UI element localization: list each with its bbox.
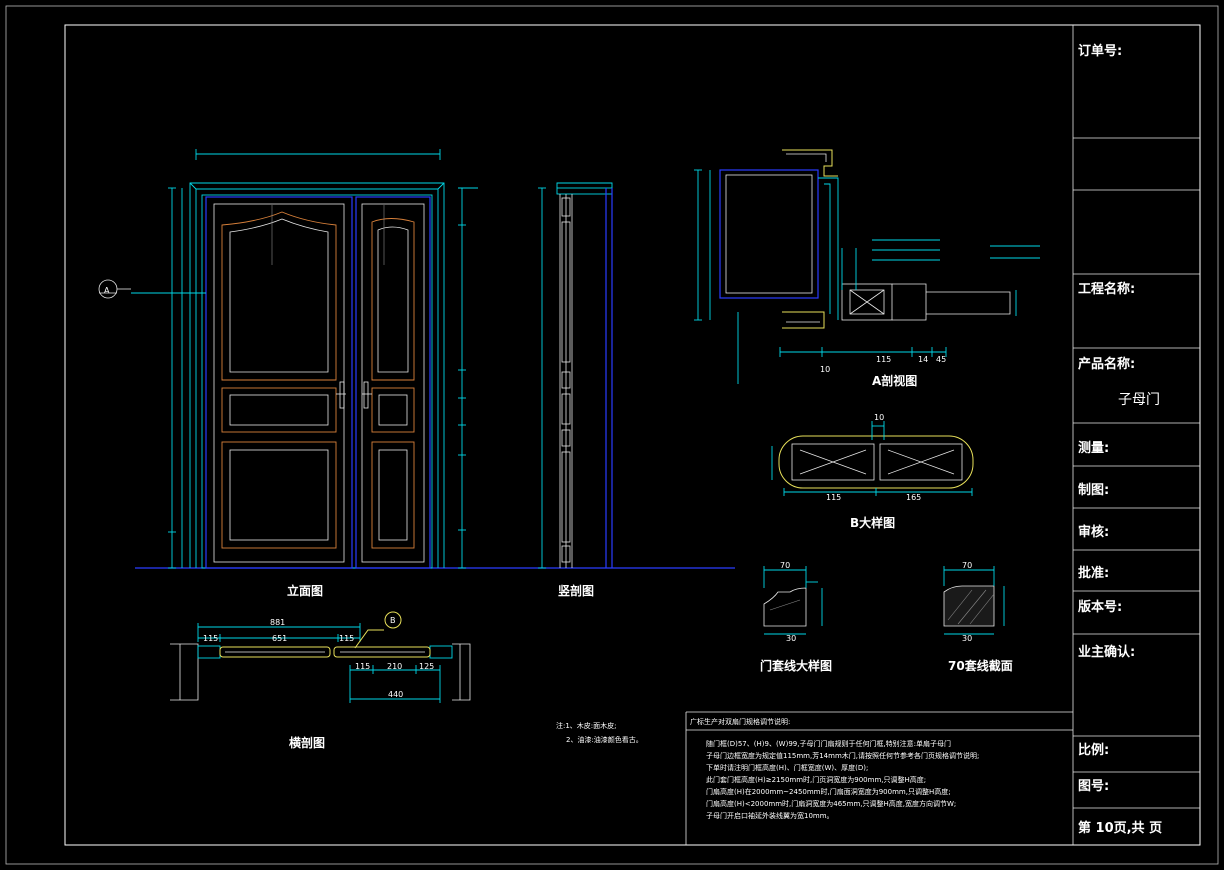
section-marker-a-label: A (104, 286, 110, 295)
a-dim-14: 14 (918, 355, 928, 364)
line70-dim-30: 30 (962, 634, 972, 643)
casing-dim-30: 30 (786, 634, 796, 643)
detail-a-view[interactable] (694, 149, 1040, 384)
b-dim-115: 115 (826, 493, 841, 502)
vertical-section-caption: 竖剖图 (558, 583, 594, 598)
b-dim-10: 10 (874, 413, 884, 422)
spec-line-1: 随门框(D)57、(H)9、(W)99,子母门门扇规则于任何门框,特别注意:单扇… (706, 739, 951, 748)
casing-dim-70: 70 (780, 561, 790, 570)
version-label: 版本号: (1078, 599, 1122, 615)
spec-line-6: 门扇高度(H)<2000mm时,门扇洞宽度为465mm,只调整H高度,宽度方向调… (706, 799, 956, 808)
spec-line-2: 子母门边框宽度为规定值115mm,芳14mm木门,请按照任何节参考各门页规格调节… (706, 751, 979, 760)
scale-label: 比例: (1078, 742, 1109, 758)
h-dim-115-c: 115 (355, 662, 370, 671)
drawing-no-label: 图号: (1078, 779, 1109, 794)
product-name-value: 子母门 (1118, 392, 1160, 408)
spec-title: 广标生产对双扇门规格调节说明: (690, 717, 790, 726)
approve-label: 批准: (1078, 565, 1109, 581)
page-label: 第 10页,共 页 (1078, 820, 1162, 836)
detail-marker-b (384, 611, 402, 629)
spec-line-5: 门扇高度(H)在2000mm~2450mm时,门扇面洞宽度为900mm,只调整H… (706, 787, 951, 796)
h-dim-210: 210 (387, 662, 402, 671)
detail-b-caption: B大样图 (850, 515, 895, 530)
elevation-view[interactable]: A (98, 149, 735, 569)
h-dim-881: 881 (270, 618, 285, 627)
outer-frame (5, 5, 1219, 865)
h-dim-115-b: 115 (339, 634, 354, 643)
a-dim-10: 10 (820, 365, 830, 374)
order-no-label: 订单号: (1078, 43, 1122, 59)
spec-notes-box: 广标生产对双扇门规格调节说明: 随门框(D)57、(H)9、(W)99,子母门门… (685, 711, 1073, 845)
detail-b-view[interactable] (771, 421, 974, 496)
detail-a-caption: A剖视图 (872, 373, 917, 388)
project-name-label: 工程名称: (1078, 281, 1135, 297)
material-note-1: 注:1、木皮:面木皮; (556, 721, 617, 730)
drawing-border (64, 24, 1201, 846)
title-block: 订单号: 工程名称: 产品名称: 子母门 测量: 制图: 审核: 批准: 版本号… (1072, 25, 1200, 845)
h-dim-651: 651 (272, 634, 287, 643)
spec-line-7: 子母门开启口袖延外装线翼为宽10mm。 (706, 811, 834, 820)
a-dim-45: 45 (936, 355, 946, 364)
product-name-label: 产品名称: (1078, 356, 1135, 372)
casing-detail-caption: 门套线大样图 (760, 658, 832, 673)
detail-marker-b-label: B (390, 616, 396, 625)
h-dim-125: 125 (419, 662, 434, 671)
line-70-view[interactable] (943, 566, 1005, 635)
h-dim-115-a: 115 (203, 634, 218, 643)
drawing-label: 制图: (1078, 482, 1109, 498)
horizontal-section-view[interactable]: B (170, 611, 471, 703)
spec-line-3: 下单时请注明门框高度(H)、门框宽度(W)、厚度(D); (706, 763, 868, 772)
b-dim-165: 165 (906, 493, 921, 502)
casing-detail-view[interactable] (763, 566, 823, 635)
material-note-2: 2、油漆:油漆颜色看古。 (566, 735, 643, 744)
line-70-caption: 70套线截面 (948, 658, 1013, 673)
vertical-section-view[interactable] (538, 182, 613, 569)
elevation-caption: 立面图 (287, 583, 323, 598)
spec-line-4: 此门套门框高度(H)≥2150mm时,门页洞宽度为900mm,只调整H高度; (706, 775, 926, 784)
horizontal-section-caption: 横剖图 (289, 735, 325, 750)
line70-dim-70: 70 (962, 561, 972, 570)
review-label: 审核: (1078, 524, 1109, 540)
a-dim-115: 115 (876, 355, 891, 364)
measure-label: 测量: (1078, 440, 1109, 456)
h-dim-440: 440 (388, 690, 403, 699)
owner-confirm-label: 业主确认: (1078, 644, 1135, 660)
